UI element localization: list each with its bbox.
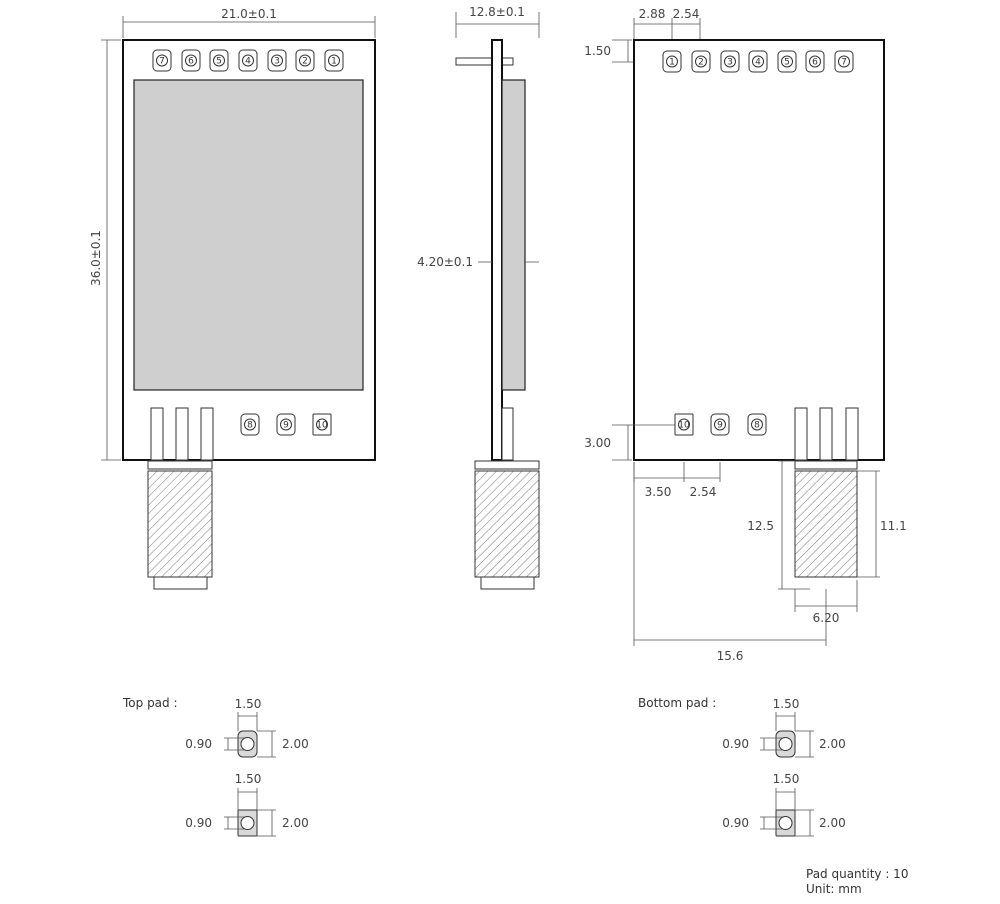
back-pin-number: 8	[754, 421, 760, 431]
front-pin-number: 10	[316, 421, 328, 431]
back-pin-number: 3	[727, 58, 733, 68]
bottom-pitch-label: 2.54	[690, 485, 717, 499]
back-view: 2.88 2.54 1.50 1 2 3 4 5 6 7 10 9 8	[584, 7, 906, 663]
side-view: 12.8±0.1 4.20±0.1	[417, 5, 540, 590]
top-pad-title: Top pad :	[122, 696, 178, 710]
side-antenna-connector	[474, 460, 540, 590]
back-pin-number: 6	[812, 58, 818, 68]
bottom-pad-hole: 0.90	[722, 737, 749, 751]
front-shield-can	[133, 79, 364, 391]
back-pin-number: 9	[717, 421, 723, 431]
front-pin-number: 4	[245, 57, 251, 67]
top-pad-height: 2.00	[282, 737, 309, 751]
bottom-offset-label: 3.50	[645, 485, 672, 499]
front-pin-number: 9	[283, 421, 289, 431]
back-pin-number: 10	[678, 421, 690, 431]
top-pad-hole: 0.90	[185, 737, 212, 751]
bottom-pad-height: 2.00	[819, 816, 846, 830]
bottom-margin-label: 3.00	[584, 436, 611, 450]
back-board-outline	[633, 39, 885, 461]
back-top-pin-row: 1 2 3 4 5 6 7	[662, 50, 854, 73]
bottom-pad-hole: 0.90	[722, 816, 749, 830]
back-pin-number: 1	[669, 58, 675, 68]
front-bottom-pin-row: 8 9 10	[240, 413, 332, 436]
top-pad-height: 2.00	[282, 816, 309, 830]
top-pad-hole: 0.90	[185, 816, 212, 830]
side-top-pin	[455, 57, 514, 66]
back-pin-number: 4	[755, 58, 761, 68]
ant-body-label: 11.1	[880, 519, 907, 533]
side-connector-leg	[501, 407, 514, 461]
side-width-label: 12.8±0.1	[469, 5, 525, 19]
front-pin-number: 6	[188, 57, 194, 67]
back-pin-number: 5	[784, 58, 790, 68]
back-pin-number: 7	[841, 58, 847, 68]
front-pin-number: 1	[331, 57, 337, 67]
front-connector-legs	[150, 407, 214, 461]
ant-length-label: 12.5	[747, 519, 774, 533]
pad-quantity-note: Pad quantity : 10	[806, 867, 908, 881]
front-pin-number: 2	[302, 57, 308, 67]
front-top-pin-row: 7 6 5 4 3 2 1	[152, 49, 344, 72]
bottom-pad-details: Bottom pad : 1.50 0.90 2.00 1.50 0.90 2.…	[638, 696, 846, 837]
back-connector-legs	[794, 407, 859, 461]
front-width-label: 21.0±0.1	[221, 7, 277, 21]
bottom-pad-width: 1.50	[773, 697, 800, 711]
pitch-label: 2.54	[673, 7, 700, 21]
back-pin-number: 2	[698, 58, 704, 68]
bottom-pad-height: 2.00	[819, 737, 846, 751]
pitch-first-label: 2.88	[639, 7, 666, 21]
side-board-edge	[491, 39, 503, 461]
back-bottom-pin-row: 10 9 8	[674, 413, 767, 436]
side-shield-can	[501, 79, 526, 391]
front-pin-number: 8	[247, 421, 253, 431]
top-pad-width: 1.50	[235, 772, 262, 786]
front-pin-number: 3	[274, 57, 280, 67]
back-antenna-connector	[794, 460, 858, 578]
front-pin-number: 7	[159, 57, 165, 67]
front-height-label: 36.0±0.1	[89, 230, 103, 286]
top-pad-details: Top pad : 1.50 0.90 2.00 1.50 0.90 2.00	[122, 696, 309, 837]
bottom-pad-width: 1.50	[773, 772, 800, 786]
front-view: 21.0±0.1 36.0±0.1 7 6 5 4 3 2 1 8 9	[89, 7, 376, 590]
front-antenna-connector	[147, 460, 213, 590]
ant-offset-label: 15.6	[717, 649, 744, 663]
top-pad-width: 1.50	[235, 697, 262, 711]
unit-note: Unit: mm	[806, 882, 862, 896]
bottom-pad-title: Bottom pad :	[638, 696, 716, 710]
top-margin-label: 1.50	[584, 44, 611, 58]
side-thickness-label: 4.20±0.1	[417, 255, 473, 269]
front-pin-number: 5	[216, 57, 222, 67]
